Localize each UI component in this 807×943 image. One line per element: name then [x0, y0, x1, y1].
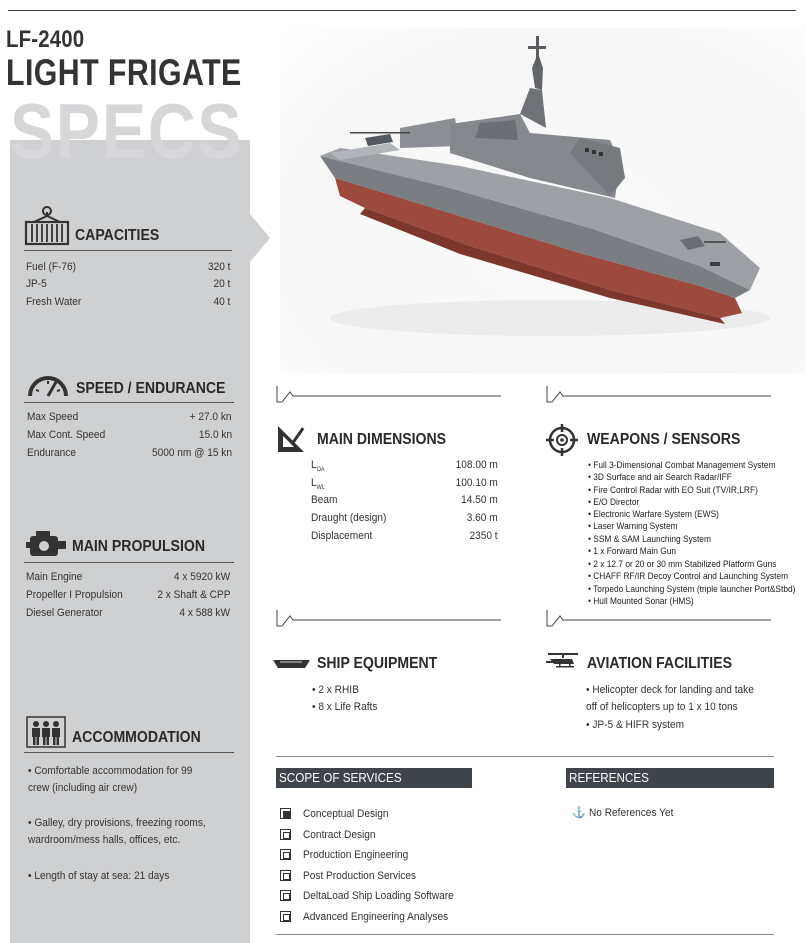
checkbox-icon — [280, 890, 291, 901]
propulsion-value: 2 x Shaft & CPP — [156, 589, 230, 601]
service-item: Post Production Services — [280, 870, 426, 882]
equipment-title: SHIP EQUIPMENT — [317, 655, 438, 672]
page-title: LIGHT FRIGATE — [6, 52, 242, 93]
boat-icon — [273, 660, 310, 668]
dimension-value: 108.00 m — [455, 459, 498, 471]
propulsion-value: 4 x 5920 kW — [173, 571, 230, 583]
accommodation-rule — [24, 752, 234, 753]
dimension-label: Beam — [311, 494, 338, 506]
accommodation-item: • Length of stay at sea: 21 days — [28, 870, 170, 882]
weapon-item: • E/O Director — [588, 497, 640, 507]
checkbox-icon — [280, 829, 291, 840]
dimensions-title: MAIN DIMENSIONS — [317, 431, 447, 448]
weapon-item: • Hull Mounted Sonar (HMS) — [588, 596, 694, 606]
equipment-item: • 8 x Life Rafts — [312, 701, 378, 713]
weapon-item: • Laser Warning System — [588, 521, 678, 531]
propulsion-title: MAIN PROPULSION — [72, 538, 205, 555]
services-top-rule — [276, 756, 774, 757]
weapon-item: • CHAFF RF/IR Decoy Control and Launchin… — [588, 571, 789, 581]
panel-notch — [250, 214, 270, 262]
engine-icon — [26, 531, 66, 556]
weapon-item: • 2 x 12.7 or 20 or 30 mm Stabilized Pla… — [588, 559, 777, 569]
equipment-item: • 2 x RHIB — [312, 684, 359, 696]
weapon-item: • SSM & SAM Launching System — [588, 534, 711, 544]
anchor-icon: ⚓ — [572, 807, 586, 819]
services-bottom-rule — [276, 934, 774, 935]
speed-value: + 27.0 kn — [190, 411, 232, 423]
specs-watermark: SPECS — [10, 87, 244, 175]
speed-rule — [24, 402, 234, 403]
speedometer-icon — [28, 376, 68, 397]
section-bracket — [546, 386, 771, 403]
services-header: SCOPE OF SERVICES — [276, 768, 472, 788]
capacity-value: 40 t — [213, 296, 230, 308]
frigate-illustration — [320, 36, 770, 336]
weapon-item: • Full 3-Dimensional Combat Management S… — [588, 460, 776, 470]
dimension-label: Displacement — [311, 530, 373, 542]
weapon-item: • Fire Control Radar with EO Suit (TV/IR… — [588, 485, 758, 495]
aviation-item: • JP-5 & HIFR system — [586, 719, 685, 731]
propulsion-rule — [24, 562, 234, 563]
service-item: Advanced Engineering Analyses — [280, 911, 461, 923]
service-item: Contract Design — [280, 829, 382, 841]
weapons-title: WEAPONS / SENSORS — [587, 431, 741, 448]
weapon-item: • 1 x Forward Main Gun — [588, 546, 677, 556]
weapon-item: • Torpedo Launching System (triple launc… — [588, 584, 796, 594]
model-number: LF-2400 — [6, 26, 85, 53]
checked-box-icon — [280, 808, 291, 819]
dimension-label: LOA — [311, 459, 325, 474]
speed-label: Max Cont. Speed — [27, 429, 106, 441]
dimension-value: 2350 t — [469, 530, 498, 542]
crew-icon — [26, 716, 66, 748]
propulsion-value: 4 x 588 kW — [179, 607, 230, 619]
checkbox-icon — [280, 911, 291, 922]
service-item: DeltaLoad Ship Loading Software — [280, 890, 467, 902]
capacity-label: JP-5 — [26, 278, 47, 290]
checkbox-icon — [280, 870, 291, 881]
weapon-item: • 3D Surface and air Search Radar/IFF — [588, 472, 732, 482]
propulsion-label: Main Engine — [26, 571, 83, 583]
speed-label: Max Speed — [27, 411, 79, 423]
dimension-value: 3.60 m — [467, 512, 498, 524]
capacities-rule — [24, 250, 232, 251]
ship-image — [280, 28, 805, 373]
accommodation-title: ACCOMMODATION — [72, 729, 201, 746]
dimension-value: 100.10 m — [455, 477, 498, 489]
dimension-label: LWL — [311, 477, 325, 492]
propulsion-label: Propeller I Propulsion — [26, 589, 123, 601]
section-bracket — [546, 610, 771, 627]
capacity-label: Fuel (F-76) — [26, 261, 77, 273]
aviation-item: • Helicopter deck for landing and take o… — [586, 684, 754, 713]
dimension-value: 14.50 m — [461, 494, 498, 506]
references-header: REFERENCES — [566, 768, 774, 788]
capacity-label: Fresh Water — [26, 296, 82, 308]
set-square-icon — [278, 426, 305, 452]
weapon-item: • Electronic Warfare System (EWS) — [588, 509, 719, 519]
propulsion-label: Diesel Generator — [26, 607, 103, 619]
speed-value: 15.0 kn — [198, 429, 232, 441]
references-note: ⚓ No References Yet — [572, 807, 674, 819]
helicopter-icon — [546, 653, 578, 668]
section-bracket — [276, 386, 501, 403]
speed-value: 5000 nm @ 15 kn — [151, 447, 232, 459]
aviation-title: AVIATION FACILITIES — [587, 655, 732, 672]
capacities-title: CAPACITIES — [75, 227, 160, 244]
service-item: Production Engineering — [280, 849, 417, 861]
capacity-value: 20 t — [213, 278, 230, 290]
speed-label: Endurance — [27, 447, 76, 459]
crosshair-icon — [546, 424, 578, 456]
checkbox-icon — [280, 849, 291, 860]
accommodation-item: • Galley, dry provisions, freezing rooms… — [28, 817, 206, 846]
speed-title: SPEED / ENDURANCE — [76, 380, 226, 397]
top-rule — [8, 10, 796, 11]
capacity-value: 320 t — [207, 261, 230, 273]
accommodation-item: • Comfortable accommodation for 99 crew … — [28, 765, 193, 794]
container-icon — [24, 206, 70, 246]
dimension-label: Draught (design) — [311, 512, 387, 524]
service-item: Conceptual Design — [280, 808, 396, 820]
section-bracket — [276, 610, 501, 627]
